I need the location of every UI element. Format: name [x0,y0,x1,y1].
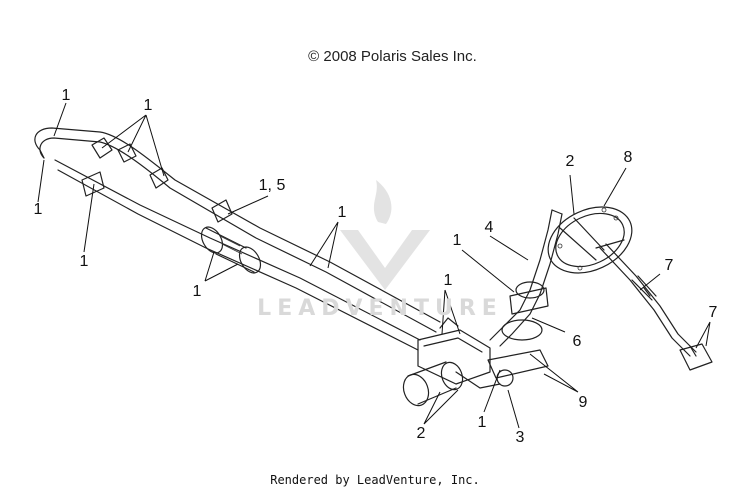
fuel-line-assembly [34,127,441,351]
fuel-pump-block [402,317,514,407]
callout-label: 2 [565,153,575,170]
callout-label: 1 [452,232,462,249]
callout-label: 1 [143,97,153,114]
callout-label: 1 [337,204,347,221]
wiring-harness [599,243,713,371]
callout-leaders [37,102,711,429]
callout-label: 1, 5 [258,177,286,194]
callout-label: 8 [623,149,633,166]
fuel-sender-bracket [487,209,563,379]
callout-label: 9 [578,394,588,411]
callout-label: 7 [664,257,674,274]
callout-label: 1 [477,414,487,431]
callout-label: 1 [79,253,89,270]
callout-label: 1 [61,87,71,104]
callout-label: 7 [708,304,718,321]
tank-flange [547,206,633,274]
callout-label: 2 [416,425,426,442]
copyright-notice: © 2008 Polaris Sales Inc. [308,48,477,65]
callout-label: 1 [192,283,202,300]
callout-label: 4 [484,219,494,236]
callout-label: 3 [515,429,525,446]
rendered-by-footer: Rendered by LeadVenture, Inc. [270,473,480,487]
callout-label: 1 [33,201,43,218]
watermark-text: LEADVENTURE [257,296,503,321]
leadventure-watermark-logo [340,180,430,290]
callout-label: 1 [443,272,453,289]
callout-label: 6 [572,333,582,350]
